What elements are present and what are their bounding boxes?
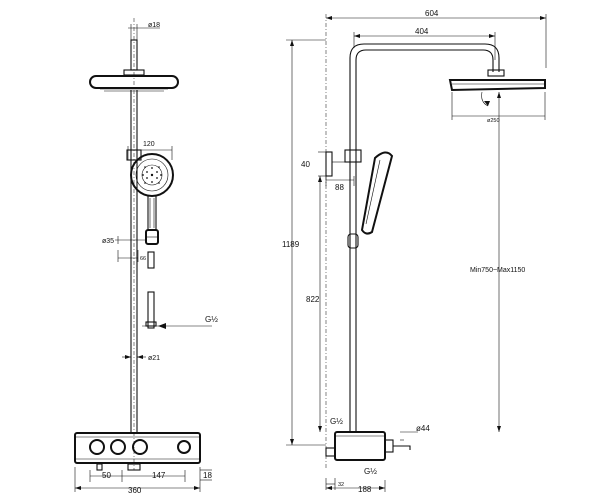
dim-wall-gap-label: 40 <box>301 160 310 169</box>
front-hose <box>145 251 157 329</box>
dim-height-18: 18 <box>200 469 212 481</box>
dim-outlet-diameter-label: ø44 <box>416 424 430 433</box>
dim-total-reach: 604 <box>326 9 547 68</box>
front-view: ø18 120 <box>74 18 218 495</box>
side-mixer-body <box>325 431 411 461</box>
dim-thread-top-label: G½ <box>330 417 343 426</box>
dim-thread-label: G½ <box>205 315 218 324</box>
dim-top-diameter: ø18 <box>128 22 160 40</box>
dim-adjustable-range-label: Min750~Max1150 <box>470 267 525 274</box>
dim-spacing-147-label: 147 <box>152 471 166 480</box>
front-hand-shower <box>130 153 174 231</box>
dim-total-height: 1189 <box>282 39 326 446</box>
side-view: 604 404 ø250 <box>282 9 547 494</box>
dim-offset-50-label: 50 <box>102 471 111 480</box>
dim-width-360-label: 360 <box>128 486 142 495</box>
dim-top-diameter-label: ø18 <box>148 22 160 29</box>
dim-depth-188: 188 <box>326 480 386 494</box>
dim-depth-188-label: 188 <box>358 485 372 494</box>
dim-wall-offset: 88 <box>325 176 355 192</box>
dim-outlet-diameter: ø44 <box>400 424 430 441</box>
dim-slider-small-label: 66 <box>140 256 146 262</box>
side-hand-shower <box>347 151 394 249</box>
dim-wall-offset-label: 88 <box>335 183 344 192</box>
dim-thread: G½ <box>142 315 218 329</box>
dim-slider-small: 66 <box>117 250 146 262</box>
dim-total-height-label: 1189 <box>282 240 300 249</box>
side-wall-bracket <box>325 151 333 177</box>
dim-handshower-width-label: 120 <box>143 141 155 148</box>
side-arm <box>349 43 505 150</box>
dim-total-reach-label: 604 <box>425 9 439 18</box>
dim-inlet-32-label: 32 <box>338 482 344 488</box>
dim-width-360: 360 <box>74 467 201 495</box>
dim-wall-gap: 40 <box>301 151 332 177</box>
front-slider <box>145 229 159 245</box>
dim-height-18-label: 18 <box>203 471 212 480</box>
dim-arm-reach: 404 <box>353 27 496 60</box>
dim-spacing-147: 147 <box>122 470 186 482</box>
dim-adjustable-range: Min750~Max1150 <box>470 92 525 432</box>
dim-pipe-diameter-label: ø21 <box>148 355 160 362</box>
dim-handshower-width: 120 <box>127 141 173 160</box>
front-mixer-body <box>74 432 201 471</box>
dim-lower-height: 822 <box>306 176 322 432</box>
dim-offset-50: 50 <box>89 470 123 482</box>
dim-bracket-diameter: ø35 <box>102 236 146 245</box>
dim-bracket-diameter-label: ø35 <box>102 238 114 245</box>
dim-lower-height-label: 822 <box>306 295 320 304</box>
front-shower-head <box>89 69 179 92</box>
dim-pipe-diameter: ø21 <box>122 355 160 362</box>
side-joint <box>344 149 362 163</box>
side-rail <box>325 149 362 432</box>
dim-arm-reach-label: 404 <box>415 27 429 36</box>
dim-thread-bottom-label: G½ <box>364 467 377 476</box>
dim-head-diameter-label: ø250 <box>487 118 500 124</box>
side-shower-head: ø250 <box>448 79 546 124</box>
